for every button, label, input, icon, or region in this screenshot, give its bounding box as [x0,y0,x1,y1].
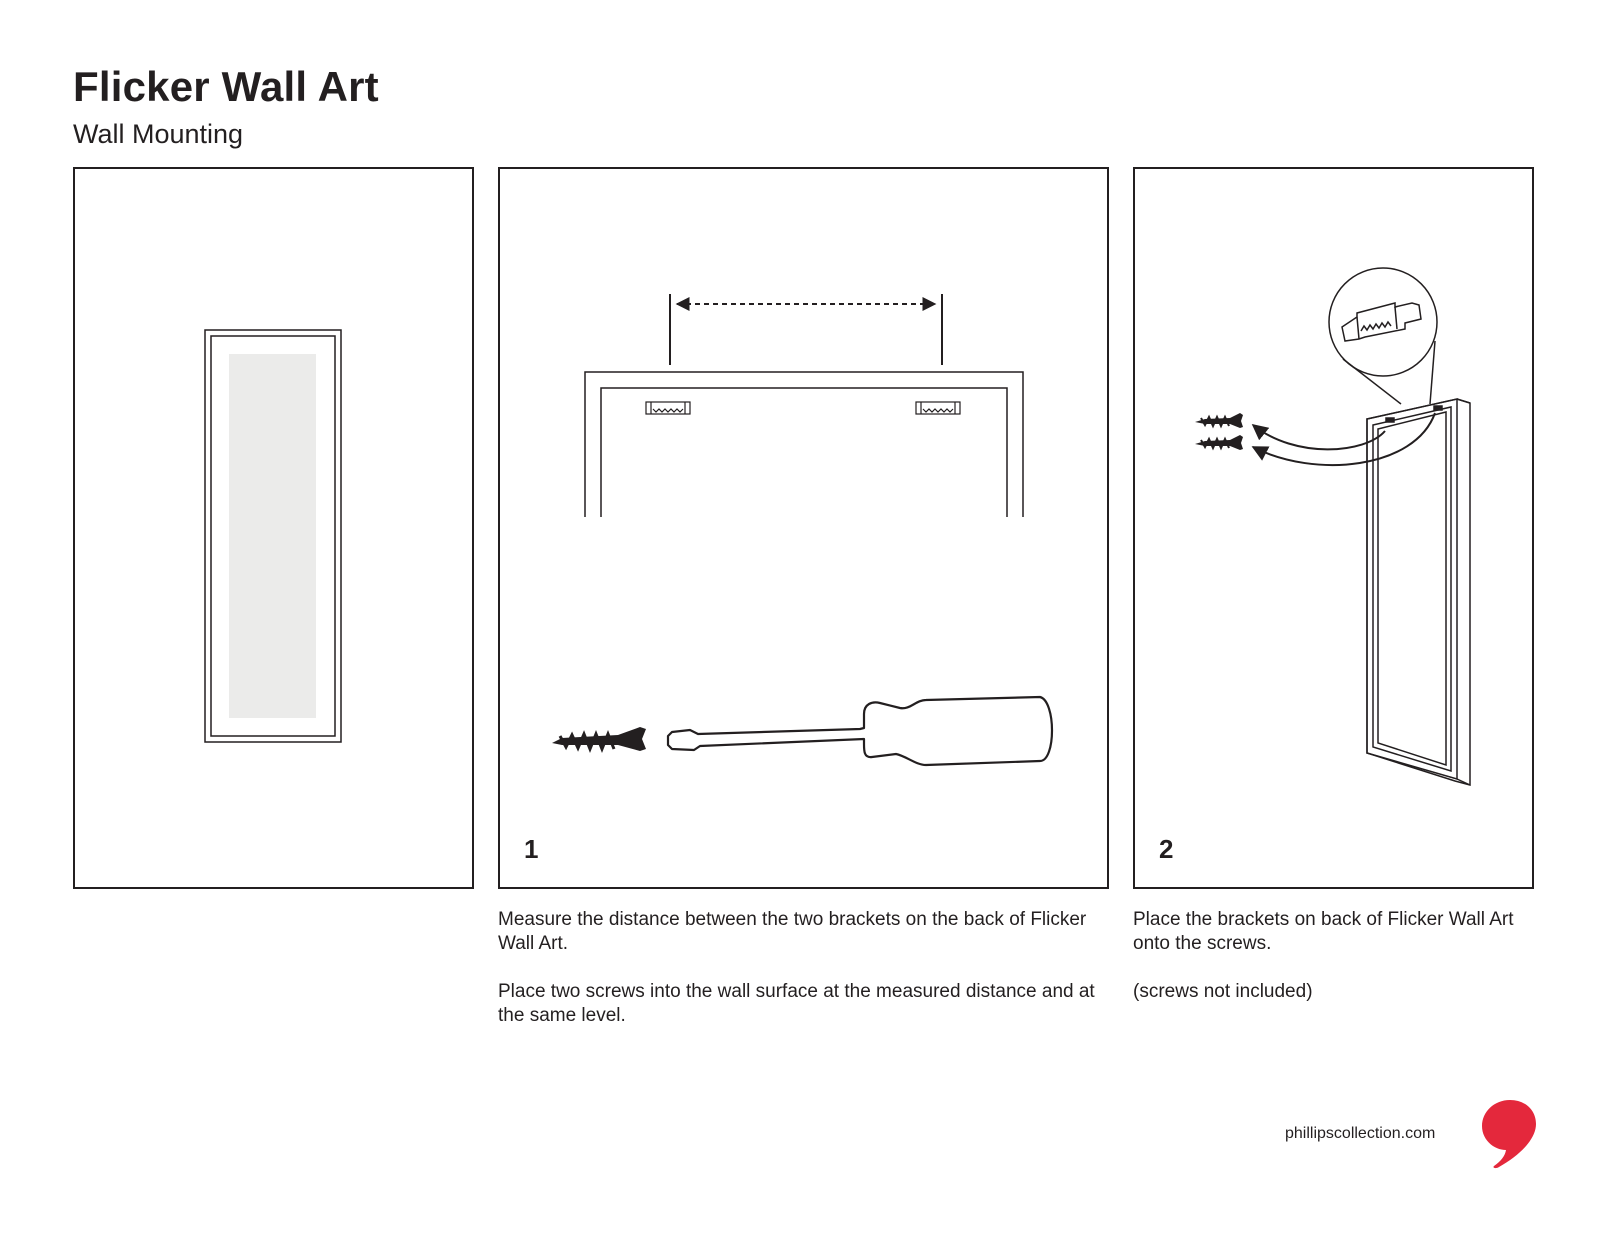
screwdriver-icon [666,695,1054,767]
step-2-panel: 2 [1133,167,1534,889]
overview-panel [73,167,474,889]
artwork-perspective-frame [1366,398,1471,786]
page-title: Flicker Wall Art [73,63,379,110]
sawtooth-bracket-icon [1341,302,1422,342]
step-2-note: (screws not included) [1133,981,1313,1002]
step-1-illustration [552,294,1054,767]
step-2-caption: Place the brackets on back of Flicker Wa… [1133,908,1535,1028]
artwork-back-frame [584,371,1024,517]
arrow-to-upper-screw [1251,423,1386,451]
screw-icon [552,727,646,754]
artwork-front-illustration [204,329,342,743]
screw-icon [1195,413,1243,429]
bracket-detail-magnifier [1328,267,1438,405]
phillips-collection-logo [1480,1098,1540,1175]
step-1-instruction: Measure the distance between the two bra… [498,909,1087,954]
step-2-instruction: Place the brackets on back of Flicker Wa… [1133,909,1514,954]
step-2-number: 2 [1159,834,1174,864]
step-1-instruction: Place two screws into the wall surface a… [498,981,1095,1026]
page-subtitle: Wall Mounting [73,119,244,149]
arrow-to-lower-screw [1251,412,1436,467]
comma-logo-icon [1482,1100,1536,1169]
screw-icon [1195,435,1243,451]
step-1-caption: Measure the distance between the two bra… [498,908,1110,1052]
step-1-number: 1 [524,834,539,864]
step-1-panel: 1 [498,167,1109,889]
footer-website: phillipscollection.com [1285,1125,1436,1142]
sawtooth-bracket-icon [915,401,961,415]
measurement-arrow [669,294,943,365]
sawtooth-bracket-icon [645,401,691,415]
step-2-illustration [1195,267,1471,786]
